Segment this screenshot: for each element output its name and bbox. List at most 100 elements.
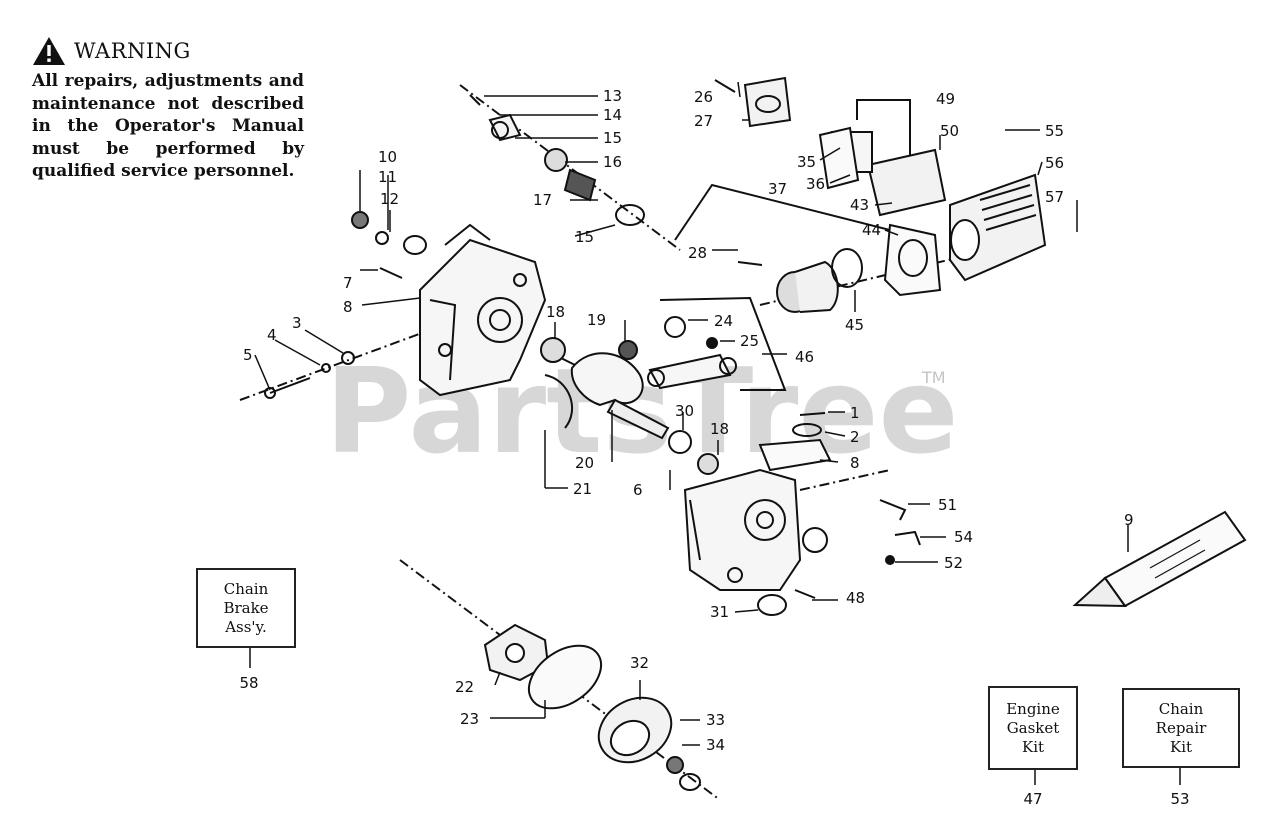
warning-heading: WARNING (32, 36, 312, 66)
pin-7 (379, 267, 403, 279)
cylinder-gasket (883, 223, 942, 297)
callout-9: 9 (1124, 511, 1134, 529)
warning-block: WARNING All repairs, adjustments and mai… (32, 36, 312, 183)
callout-13: 13 (603, 87, 622, 105)
callout-8a: 8 (343, 298, 353, 316)
bearing-18a (540, 337, 566, 363)
callout-10: 10 (378, 148, 397, 166)
cylinder (949, 173, 1047, 282)
callout-15a: 15 (603, 129, 622, 147)
crankcase-right (683, 468, 802, 591)
callout-20: 20 (575, 454, 594, 472)
callout-48: 48 (846, 589, 865, 607)
callout-12: 12 (380, 190, 399, 208)
washer-4 (321, 363, 331, 373)
bracket-49 (856, 99, 911, 155)
axis-line-left (239, 329, 431, 401)
callout-56: 56 (1045, 154, 1064, 172)
callout-18b: 18 (710, 420, 729, 438)
callout-24: 24 (714, 312, 733, 330)
watermark-tm: TM (921, 368, 946, 387)
callout-14: 14 (603, 106, 622, 124)
callout-57: 57 (1045, 188, 1064, 206)
callout-25: 25 (740, 332, 759, 350)
callout-44: 44 (862, 221, 881, 239)
chain-repair-box: Chain Repair Kit (1122, 688, 1240, 768)
callout-52: 52 (944, 554, 963, 572)
callout-19: 19 (587, 311, 606, 329)
screw-48 (794, 589, 816, 599)
washer-24 (664, 316, 686, 338)
screw-52 (885, 555, 895, 565)
callout-43: 43 (850, 196, 869, 214)
axis-line-right (799, 469, 891, 491)
callout-18a: 18 (546, 303, 565, 321)
callout-numbers: 1 2 3 4 5 6 7 8 8 9 10 11 12 13 14 15 15… (243, 87, 1134, 754)
callout-4: 4 (267, 326, 277, 344)
crankcase-left (419, 223, 547, 397)
chain-brake-number: 58 (239, 674, 259, 692)
warning-text: All repairs, adjustments and maintenance… (32, 71, 304, 181)
bracket-37 (674, 183, 891, 241)
callout-46: 46 (795, 348, 814, 366)
muffler (818, 126, 947, 217)
clutch-assembly (483, 623, 701, 791)
piston-ring (831, 248, 863, 288)
callout-28: 28 (688, 244, 707, 262)
callout-23: 23 (460, 710, 479, 728)
seal-2 (792, 423, 822, 437)
plug-10 (351, 211, 369, 229)
axis-line-top (459, 84, 681, 251)
chain-repair-number: 53 (1170, 790, 1190, 808)
callout-17: 17 (533, 191, 552, 209)
bearing-18b (697, 453, 719, 475)
callout-2: 2 (850, 428, 860, 446)
top-fittings (469, 76, 792, 226)
callout-5: 5 (243, 346, 253, 364)
bearing-25 (706, 337, 718, 349)
spring-clip (544, 374, 574, 429)
callout-45: 45 (845, 316, 864, 334)
callout-21: 21 (573, 480, 592, 498)
callout-26: 26 (694, 88, 713, 106)
callout-55: 55 (1045, 122, 1064, 140)
gasket-8b (758, 438, 832, 472)
callout-30: 30 (675, 402, 694, 420)
warning-triangle-icon (33, 37, 65, 65)
spring-51 (879, 499, 907, 521)
callout-32: 32 (630, 654, 649, 672)
pin-1 (799, 412, 826, 416)
callout-31: 31 (710, 603, 729, 621)
callout-1: 1 (850, 404, 860, 422)
piston (737, 260, 839, 313)
washer-3 (341, 351, 355, 365)
callout-27: 27 (694, 112, 713, 130)
engine-gasket-box: Engine Gasket Kit (988, 686, 1078, 770)
callout-36: 36 (806, 175, 825, 193)
callout-8b: 8 (850, 454, 860, 472)
bushing-11 (403, 235, 427, 255)
warning-title: WARNING (74, 39, 191, 63)
callout-37: 37 (768, 180, 787, 198)
bolt-5 (269, 377, 311, 394)
grease-tube (1072, 510, 1247, 608)
callout-33: 33 (706, 711, 725, 729)
engine-gasket-number: 47 (1023, 790, 1043, 808)
drive-cover-31 (757, 594, 787, 616)
callout-50: 50 (940, 122, 959, 140)
seal-right (802, 527, 828, 553)
callout-49: 49 (936, 90, 955, 108)
crankshaft (554, 352, 670, 440)
callout-11: 11 (378, 168, 397, 186)
callout-22: 22 (455, 678, 474, 696)
seal-12 (375, 231, 389, 245)
callout-35: 35 (797, 153, 816, 171)
callout-6: 6 (633, 481, 643, 499)
callout-54: 54 (954, 528, 973, 546)
callout-3: 3 (292, 314, 302, 332)
callout-34: 34 (706, 736, 725, 754)
chain-brake-box: Chain Brake Ass'y. (196, 568, 296, 648)
callout-15b: 15 (575, 228, 594, 246)
